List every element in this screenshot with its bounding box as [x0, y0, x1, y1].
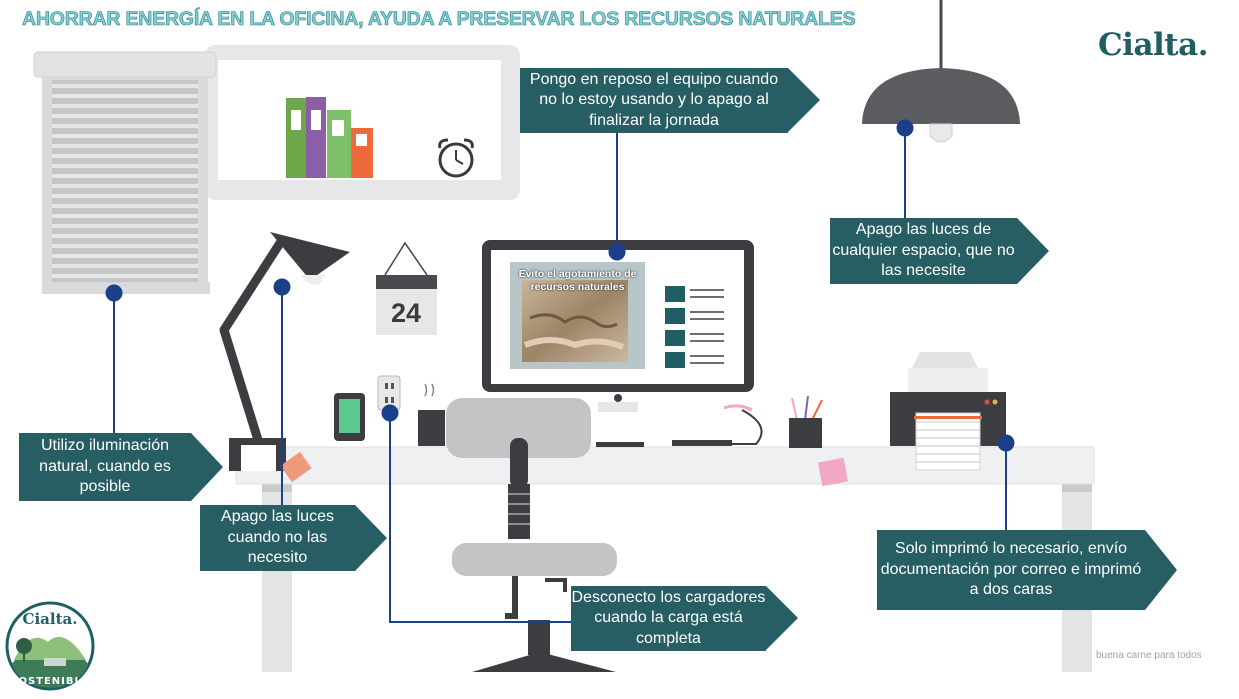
- window-blind: [33, 51, 217, 294]
- monitor: [482, 240, 763, 447]
- callout-ceiling-lamp: Apago las luces de cualquier espacio, qu…: [830, 218, 1049, 284]
- calendar-day: 24: [391, 298, 421, 328]
- screen-caption: Evito el agotamiento de recursos natural…: [518, 268, 637, 293]
- marker-printer: [997, 434, 1015, 452]
- callout-monitor: Pongo en reposo el equipo cuando no lo e…: [520, 68, 820, 133]
- desk-lamp: [219, 232, 350, 471]
- wall-outlet: [377, 375, 401, 411]
- badge-label: SOSTENIBLE: [10, 676, 89, 687]
- sostenible-badge: Cialta. SOSTENIBLE: [5, 601, 95, 691]
- callout-chargers: Desconecto los cargadores cuando la carg…: [571, 586, 798, 651]
- footer-tagline: buena carne para todos: [1096, 650, 1202, 661]
- callout-desk-lamp: Apago las luces cuando no las necesito: [200, 505, 387, 571]
- brand-logo: Cialta.: [1098, 27, 1209, 63]
- marker-window: [105, 284, 123, 302]
- smartphone: [334, 393, 365, 441]
- marker-outlet: [381, 404, 399, 422]
- wall-calendar: 24: [376, 241, 437, 335]
- page-title: AHORRAR ENERGÍA EN LA OFICINA, AYUDA A P…: [22, 8, 856, 31]
- coffee-cup: [418, 383, 445, 446]
- badge-brand: Cialta.: [23, 610, 78, 628]
- pen-holder: [789, 395, 823, 448]
- marker-desk-lamp: [273, 278, 291, 296]
- alarm-clock-icon: [438, 138, 474, 178]
- callout-printer: Solo imprimó lo necesario, envío documen…: [877, 530, 1177, 610]
- connector-lines: [113, 128, 1007, 623]
- callout-window-light: Utilizo iluminación natural, cuando es p…: [19, 433, 223, 501]
- wall-shelf: [205, 45, 520, 200]
- office-chair: [446, 398, 617, 672]
- ceiling-lamp: [862, 0, 1020, 143]
- screen-photo: [522, 280, 628, 362]
- marker-monitor: [608, 243, 626, 261]
- printer: [890, 352, 1006, 471]
- marker-ceiling-lamp: [896, 119, 914, 137]
